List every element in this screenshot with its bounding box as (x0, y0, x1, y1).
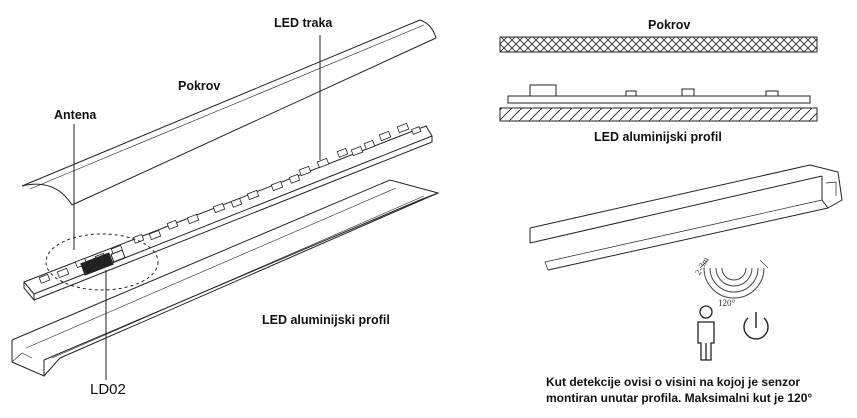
range-label: 2-3m (693, 255, 711, 276)
profile-left-shape (11, 179, 440, 377)
profile-perspective-shape (529, 164, 843, 271)
antenna-label: Antena (54, 108, 97, 122)
cover-cross-hatch (499, 36, 818, 53)
profile-right-label: LED aluminijski profil (594, 130, 722, 144)
led-strip-label: LED traka (274, 16, 333, 30)
caption-line-2: montiran unutar profila. Maksimalni kut … (546, 391, 813, 405)
cover-left-shape (21, 19, 437, 206)
sensor-module-shape (80, 249, 126, 276)
antenna-callout-ellipse (45, 233, 159, 291)
angle-label: 120° (718, 298, 736, 308)
caption-line-1: Kut detekcije ovisi o visini na kojoj je… (546, 375, 801, 389)
cover-left-label: Pokrov (178, 79, 221, 93)
profile-cross-section (499, 84, 818, 122)
motion-waves-icon (699, 259, 769, 299)
led-strip-shape (23, 122, 433, 302)
model-label: LD02 (90, 381, 126, 398)
power-icon (743, 312, 769, 340)
person-icon (697, 305, 715, 361)
leader-lines (73, 35, 321, 380)
cover-right-label: Pokrov (648, 18, 691, 32)
profile-left-label: LED aluminijski profil (262, 313, 390, 327)
